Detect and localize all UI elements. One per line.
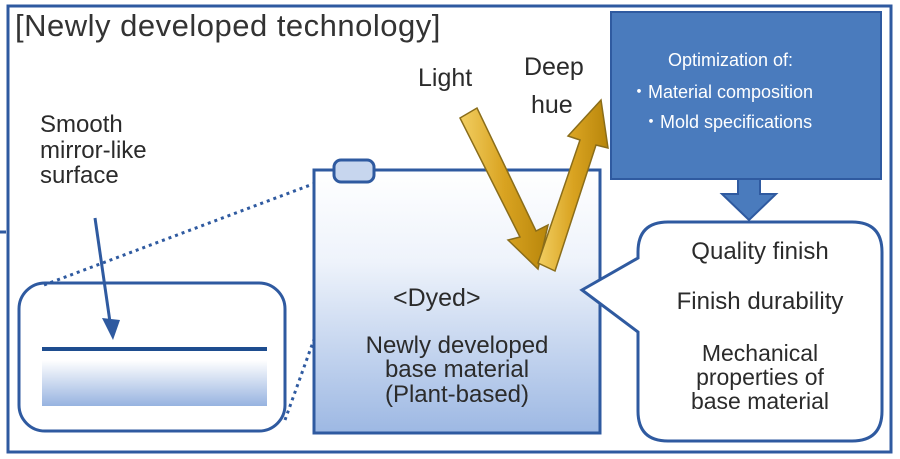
results-bubble	[579, 220, 884, 443]
diagram-title: [Newly developed technology]	[15, 8, 441, 43]
optimization-item-material: ・Material composition	[630, 82, 814, 102]
optimization-down-arrow	[719, 178, 779, 222]
base-material-line-3: (Plant-based)	[384, 381, 530, 408]
base-material-strip	[42, 360, 267, 406]
magnifier-capsule	[332, 158, 376, 184]
surface-label-line-3: surface	[40, 162, 119, 189]
surface-label-line-2: mirror-like	[40, 137, 147, 164]
dyed-label: <Dyed>	[393, 284, 481, 312]
optimization-box	[610, 11, 882, 180]
result-mechanical-line-3: base material	[690, 388, 830, 414]
result-mechanical-line-1: Mechanical	[701, 340, 819, 366]
reflected-hue-arrow	[537, 98, 609, 273]
optimization-item-mold: ・Mold specifications	[642, 112, 813, 132]
optimization-heading: Optimization of:	[668, 50, 794, 70]
hue-label-line-1: Deep	[524, 53, 584, 81]
base-material-line-2: base material	[384, 356, 530, 383]
mirror-surface-line	[42, 347, 267, 351]
hue-label-line-2: hue	[531, 91, 573, 119]
base-material-line-1: Newly developed	[365, 332, 549, 359]
surface-pointer-arrow	[93, 217, 112, 323]
surface-sample-panel	[17, 281, 287, 433]
base-material-box	[312, 168, 602, 435]
result-quality-finish: Quality finish	[691, 238, 829, 265]
zoom-line-top	[43, 170, 346, 287]
light-label: Light	[418, 64, 473, 92]
result-mechanical-line-2: properties of	[696, 364, 824, 390]
result-finish-durability: Finish durability	[676, 288, 844, 315]
surface-label-line-1: Smooth	[40, 111, 123, 138]
surface-pointer-arrowhead	[102, 318, 120, 340]
